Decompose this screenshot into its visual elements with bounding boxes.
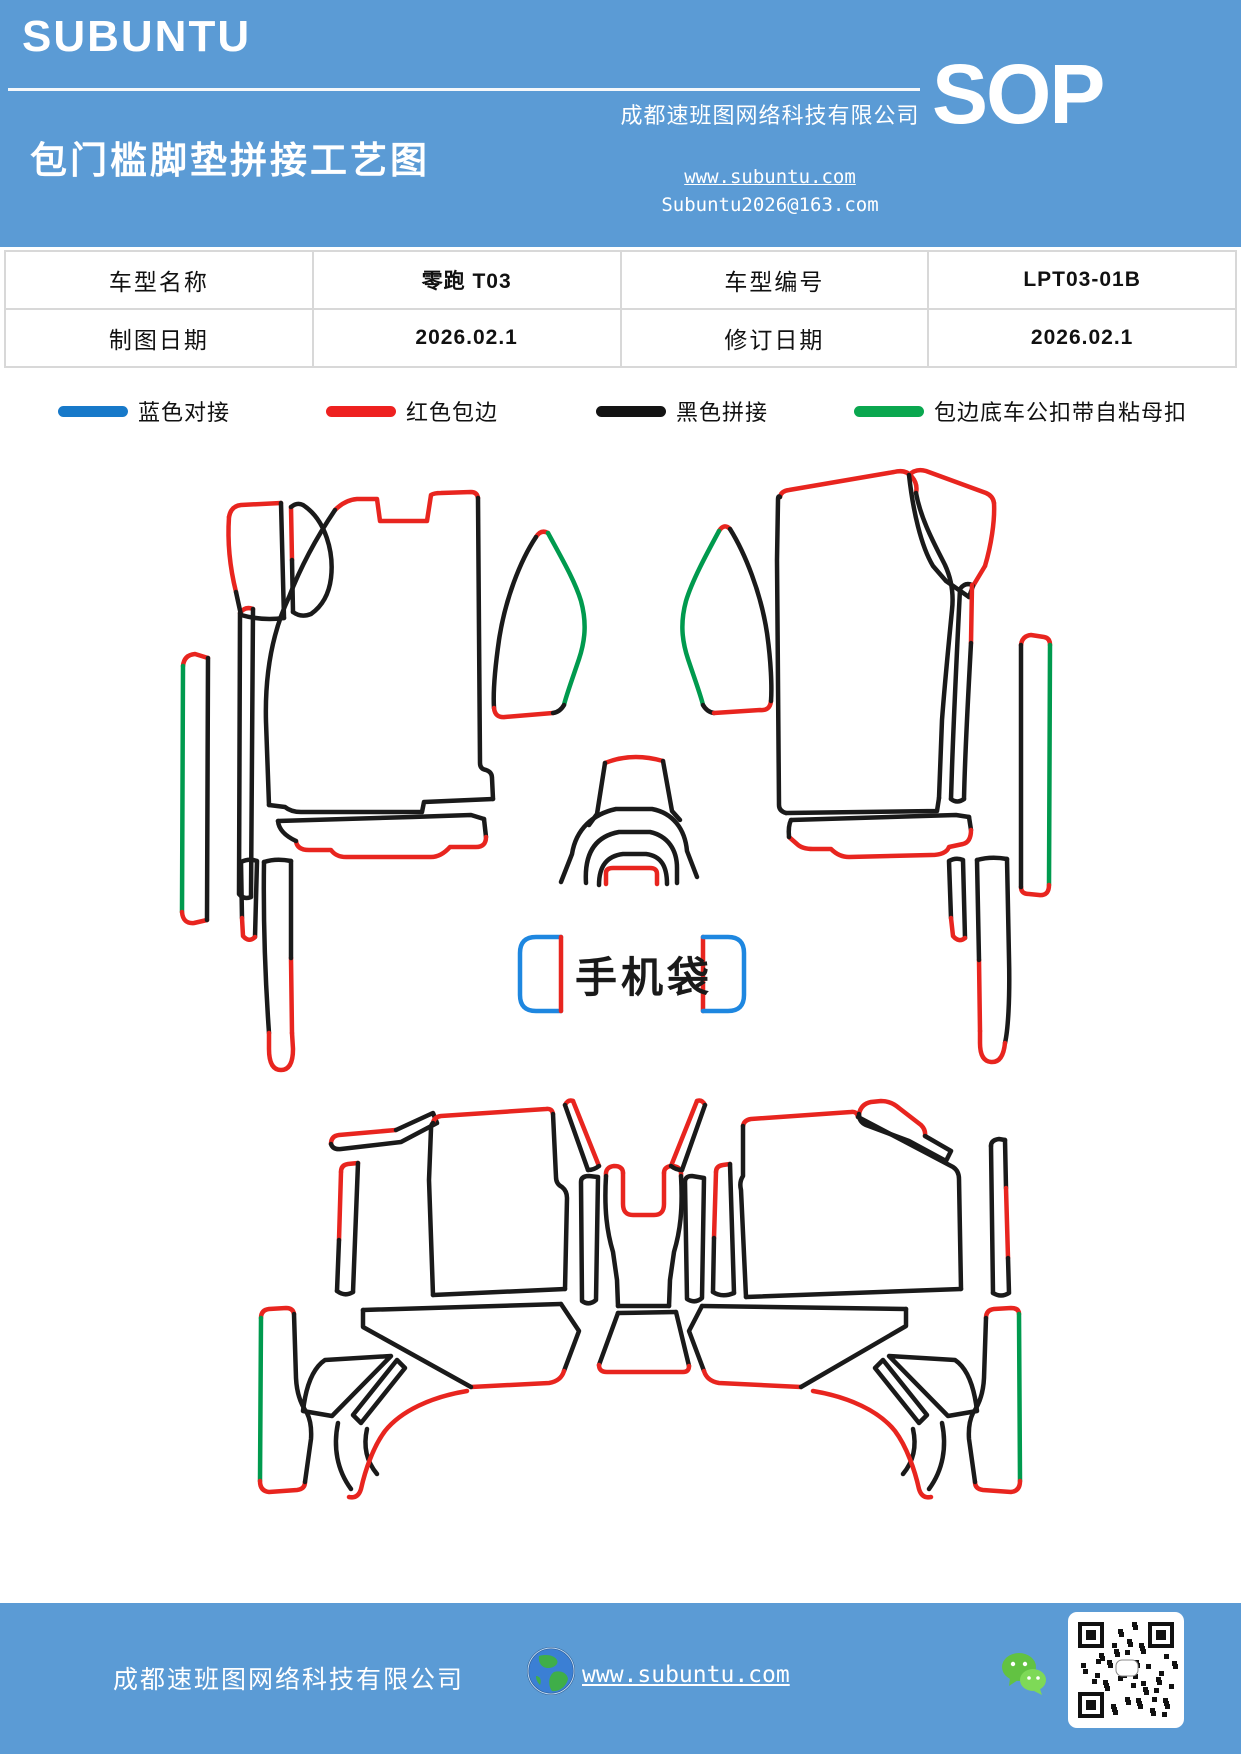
website-link[interactable]: www.subuntu.com <box>684 166 856 188</box>
header-divider <box>8 88 920 91</box>
header-contact-block: 成都速班图网络科技有限公司 www.subuntu.com Subuntu202… <box>615 98 925 216</box>
revision-date-label: 修订日期 <box>619 308 930 368</box>
draw-date-value: 2026.02.1 <box>311 308 622 368</box>
red-line-swatch <box>326 405 397 417</box>
mat-splicing-diagram: 手机袋 <box>179 467 1053 1500</box>
vehicle-info-table: 车型名称 零跑 T03 车型编号 LPT03-01B 制图日期 2026.02.… <box>4 250 1237 368</box>
globe-icon <box>527 1647 575 1695</box>
qr-code <box>1068 1612 1184 1728</box>
legend-item-red: 红色包边 <box>326 395 498 427</box>
legend-item-black: 黑色拼接 <box>596 395 768 427</box>
blue-line-swatch <box>58 405 128 417</box>
green-line-swatch <box>854 405 925 417</box>
table-row: 车型名称 零跑 T03 车型编号 LPT03-01B <box>4 250 1237 310</box>
email-link[interactable]: Subuntu2026@163.com <box>661 194 879 216</box>
revision-date-value: 2026.02.1 <box>927 308 1237 368</box>
draw-date-label: 制图日期 <box>4 308 314 368</box>
model-code-label: 车型编号 <box>619 250 930 310</box>
page-title: 包门槛脚垫拼接工艺图 <box>30 140 430 181</box>
black-line-swatch <box>596 405 667 417</box>
wechat-icon <box>1002 1653 1046 1695</box>
model-code-value: LPT03-01B <box>927 250 1237 310</box>
brand-logo: SUBUNTU <box>22 12 252 61</box>
table-row: 制图日期 2026.02.1 修订日期 2026.02.1 <box>4 308 1237 368</box>
legend-item-blue: 蓝色对接 <box>58 395 230 427</box>
company-name: 成都速班图网络科技有限公司 <box>620 103 920 128</box>
footer-company-name: 成都速班图网络科技有限公司 <box>113 1667 465 1694</box>
doc-type-label: SOP <box>932 47 1105 141</box>
edge-color-legend: 蓝色对接 红色包边 黑色拼接 包边底车公扣带自粘母扣 <box>58 394 1186 428</box>
footer-website-link[interactable]: www.subuntu.com <box>582 1662 790 1688</box>
phone-bag-label: 手机袋 <box>575 954 713 1001</box>
legend-item-green: 包边底车公扣带自粘母扣 <box>854 395 1187 427</box>
model-name-value: 零跑 T03 <box>311 250 622 310</box>
model-name-label: 车型名称 <box>4 250 314 310</box>
page-header: SUBUNTU 包门槛脚垫拼接工艺图 成都速班图网络科技有限公司 www.sub… <box>0 0 1241 247</box>
